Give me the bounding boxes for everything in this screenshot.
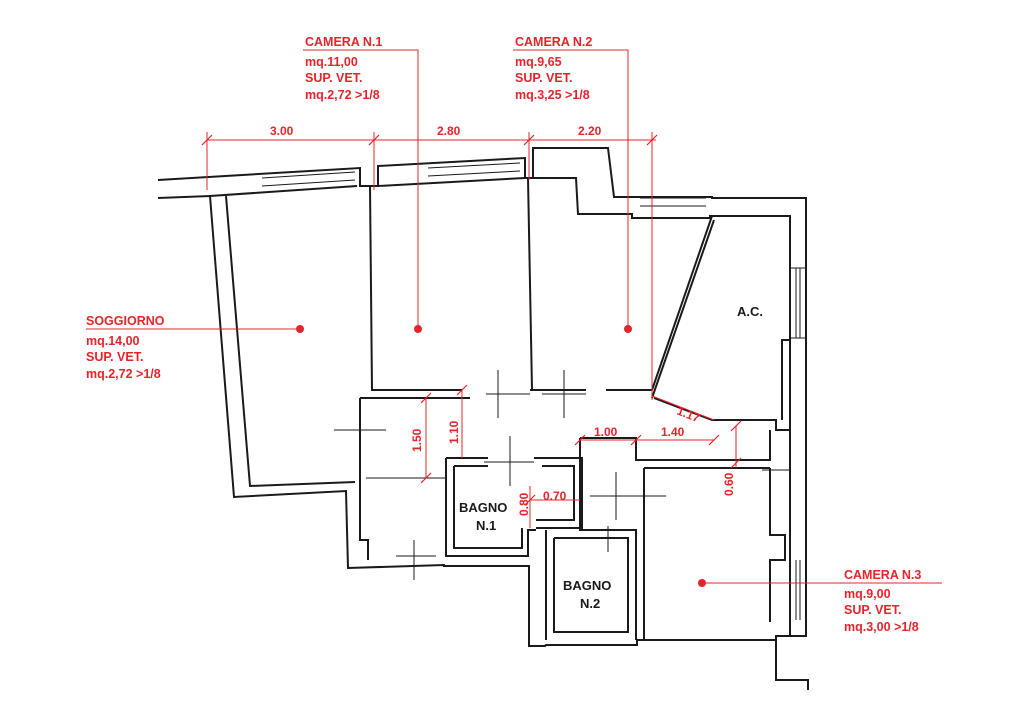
room-bagno2-line2: N.2	[580, 596, 600, 611]
camera3-title: CAMERA N.3	[844, 568, 921, 582]
camera2-area: mq.9,65	[515, 55, 562, 69]
marker-camera-3	[698, 579, 706, 587]
camera2-ratio: mq.3,25 >1/8	[515, 88, 590, 102]
camera2-sup: SUP. VET.	[515, 71, 572, 85]
dim-top-3: 2.20	[578, 124, 602, 138]
dimension-labels: 3.00 2.80 2.20 1.17 1.00 1.40 1.50 1.10 …	[270, 124, 736, 516]
dim-060: 0.60	[722, 472, 736, 496]
leader-lines	[86, 49, 942, 584]
camera1-area: mq.11,00	[305, 55, 358, 69]
dim-100: 1.00	[594, 425, 618, 439]
dim-070: 0.70	[543, 489, 567, 503]
soggiorno-area: mq.14,00	[86, 334, 140, 348]
dim-top-2: 2.80	[437, 124, 461, 138]
camera3-sup: SUP. VET.	[844, 603, 901, 617]
camera3-area: mq.9,00	[844, 587, 891, 601]
label-camera-3: CAMERA N.3 mq.9,00 SUP. VET. mq.3,00 >1/…	[844, 568, 921, 634]
dim-140: 1.40	[661, 425, 685, 439]
dim-top-1: 3.00	[270, 124, 294, 138]
marker-camera-1	[414, 325, 422, 333]
label-soggiorno: SOGGIORNO mq.14,00 SUP. VET. mq.2,72 >1/…	[86, 314, 165, 381]
soggiorno-sup: SUP. VET.	[86, 350, 143, 364]
room-markers	[296, 325, 706, 587]
marker-camera-2	[624, 325, 632, 333]
dim-080: 0.80	[517, 492, 531, 516]
dim-150: 1.50	[410, 428, 424, 452]
marker-soggiorno	[296, 325, 304, 333]
camera1-sup: SUP. VET.	[305, 71, 362, 85]
room-bagno1-line2: N.1	[476, 518, 496, 533]
camera1-title: CAMERA N.1	[305, 35, 382, 49]
walls	[157, 147, 809, 690]
camera3-ratio: mq.3,00 >1/8	[844, 620, 919, 634]
soggiorno-ratio: mq.2,72 >1/8	[86, 367, 161, 381]
dim-diag: 1.17	[675, 404, 702, 426]
camera2-title: CAMERA N.2	[515, 35, 592, 49]
label-camera-1: CAMERA N.1 mq.11,00 SUP. VET. mq.2,72 >1…	[305, 35, 382, 102]
room-names: A.C. BAGNO N.1 BAGNO N.2	[459, 304, 763, 611]
dim-110: 1.10	[447, 420, 461, 444]
dimension-lines	[201, 132, 742, 528]
soggiorno-title: SOGGIORNO	[86, 314, 165, 328]
camera1-ratio: mq.2,72 >1/8	[305, 88, 380, 102]
room-bagno2-line1: BAGNO	[563, 578, 611, 593]
label-camera-2: CAMERA N.2 mq.9,65 SUP. VET. mq.3,25 >1/…	[515, 35, 592, 102]
room-ac: A.C.	[737, 304, 763, 319]
room-bagno1-line1: BAGNO	[459, 500, 507, 515]
